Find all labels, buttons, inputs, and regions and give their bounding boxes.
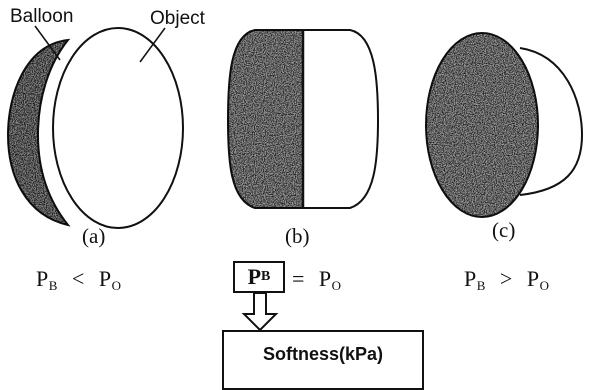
object-b [302, 29, 380, 209]
object-leader [139, 27, 166, 63]
softness-label: Softness(kPa) [262, 343, 384, 364]
balloon-c-texture [426, 33, 538, 217]
diagram-c [425, 32, 584, 218]
balloon-label: Balloon [10, 6, 74, 27]
balloon-leader [34, 25, 61, 61]
softness-box: Softness(kPa) [222, 330, 424, 390]
caption-b: (b) [285, 224, 310, 248]
object-a [52, 27, 184, 229]
object-c [519, 47, 584, 196]
diagram-a [6, 25, 184, 229]
diagram-b [226, 29, 380, 209]
caption-c: (c) [492, 218, 516, 242]
figure-canvas [6, 25, 584, 332]
balloon-a-texture [8, 40, 68, 225]
balloon-b-texture [228, 30, 303, 208]
relation-b-rest: =PO [292, 266, 342, 293]
caption-a: (a) [82, 224, 106, 248]
down-arrow [241, 292, 279, 332]
relation-c: PB>PO [464, 266, 550, 293]
object-label: Object [150, 8, 205, 29]
relation-a: PB<PO [36, 266, 122, 293]
